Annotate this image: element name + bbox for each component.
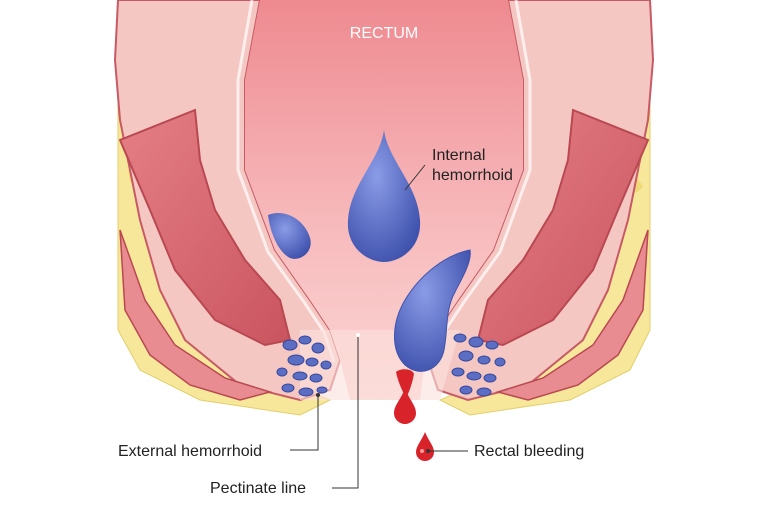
blood-stream (396, 369, 414, 398)
outer-muscle-left (119, 229, 273, 401)
blood-drop-2-highlight (420, 449, 424, 453)
rectum-label: RECTUM (350, 25, 418, 42)
leader-dot-pectinate (356, 333, 360, 337)
prolapsed-hemorrhoid (394, 249, 471, 372)
internal-hemorrhoid (347, 130, 421, 262)
rectal-bleeding-label: Rectal bleeding (474, 443, 584, 460)
leader-line-external-hemorrhoid (290, 395, 319, 451)
leader-dot-external-hemorrhoid (316, 393, 320, 397)
external-hemorrhoid-plexus-left (276, 335, 332, 397)
leader-line-pectinate (332, 335, 359, 489)
leader-dot-rectal-bleeding (426, 449, 430, 453)
leader-line-internal-hemorrhoid (404, 164, 426, 191)
pectinate-line-label: Pectinate line (210, 480, 306, 497)
internal-vein-left (268, 212, 311, 259)
sphincter-muscle-right (476, 108, 650, 347)
blood-drop-2 (416, 432, 434, 461)
blood-drop-1 (394, 388, 416, 424)
outer-muscle-right (495, 229, 649, 401)
sphincter-muscle-left (118, 108, 292, 347)
internal-hemorrhoid-label-line1: Internal (432, 147, 485, 164)
external-hemorrhoid-label: External hemorrhoid (118, 443, 262, 460)
external-hemorrhoid-plexus-right (451, 333, 506, 397)
internal-hemorrhoid-label-line2: hemorrhoid (432, 167, 513, 184)
